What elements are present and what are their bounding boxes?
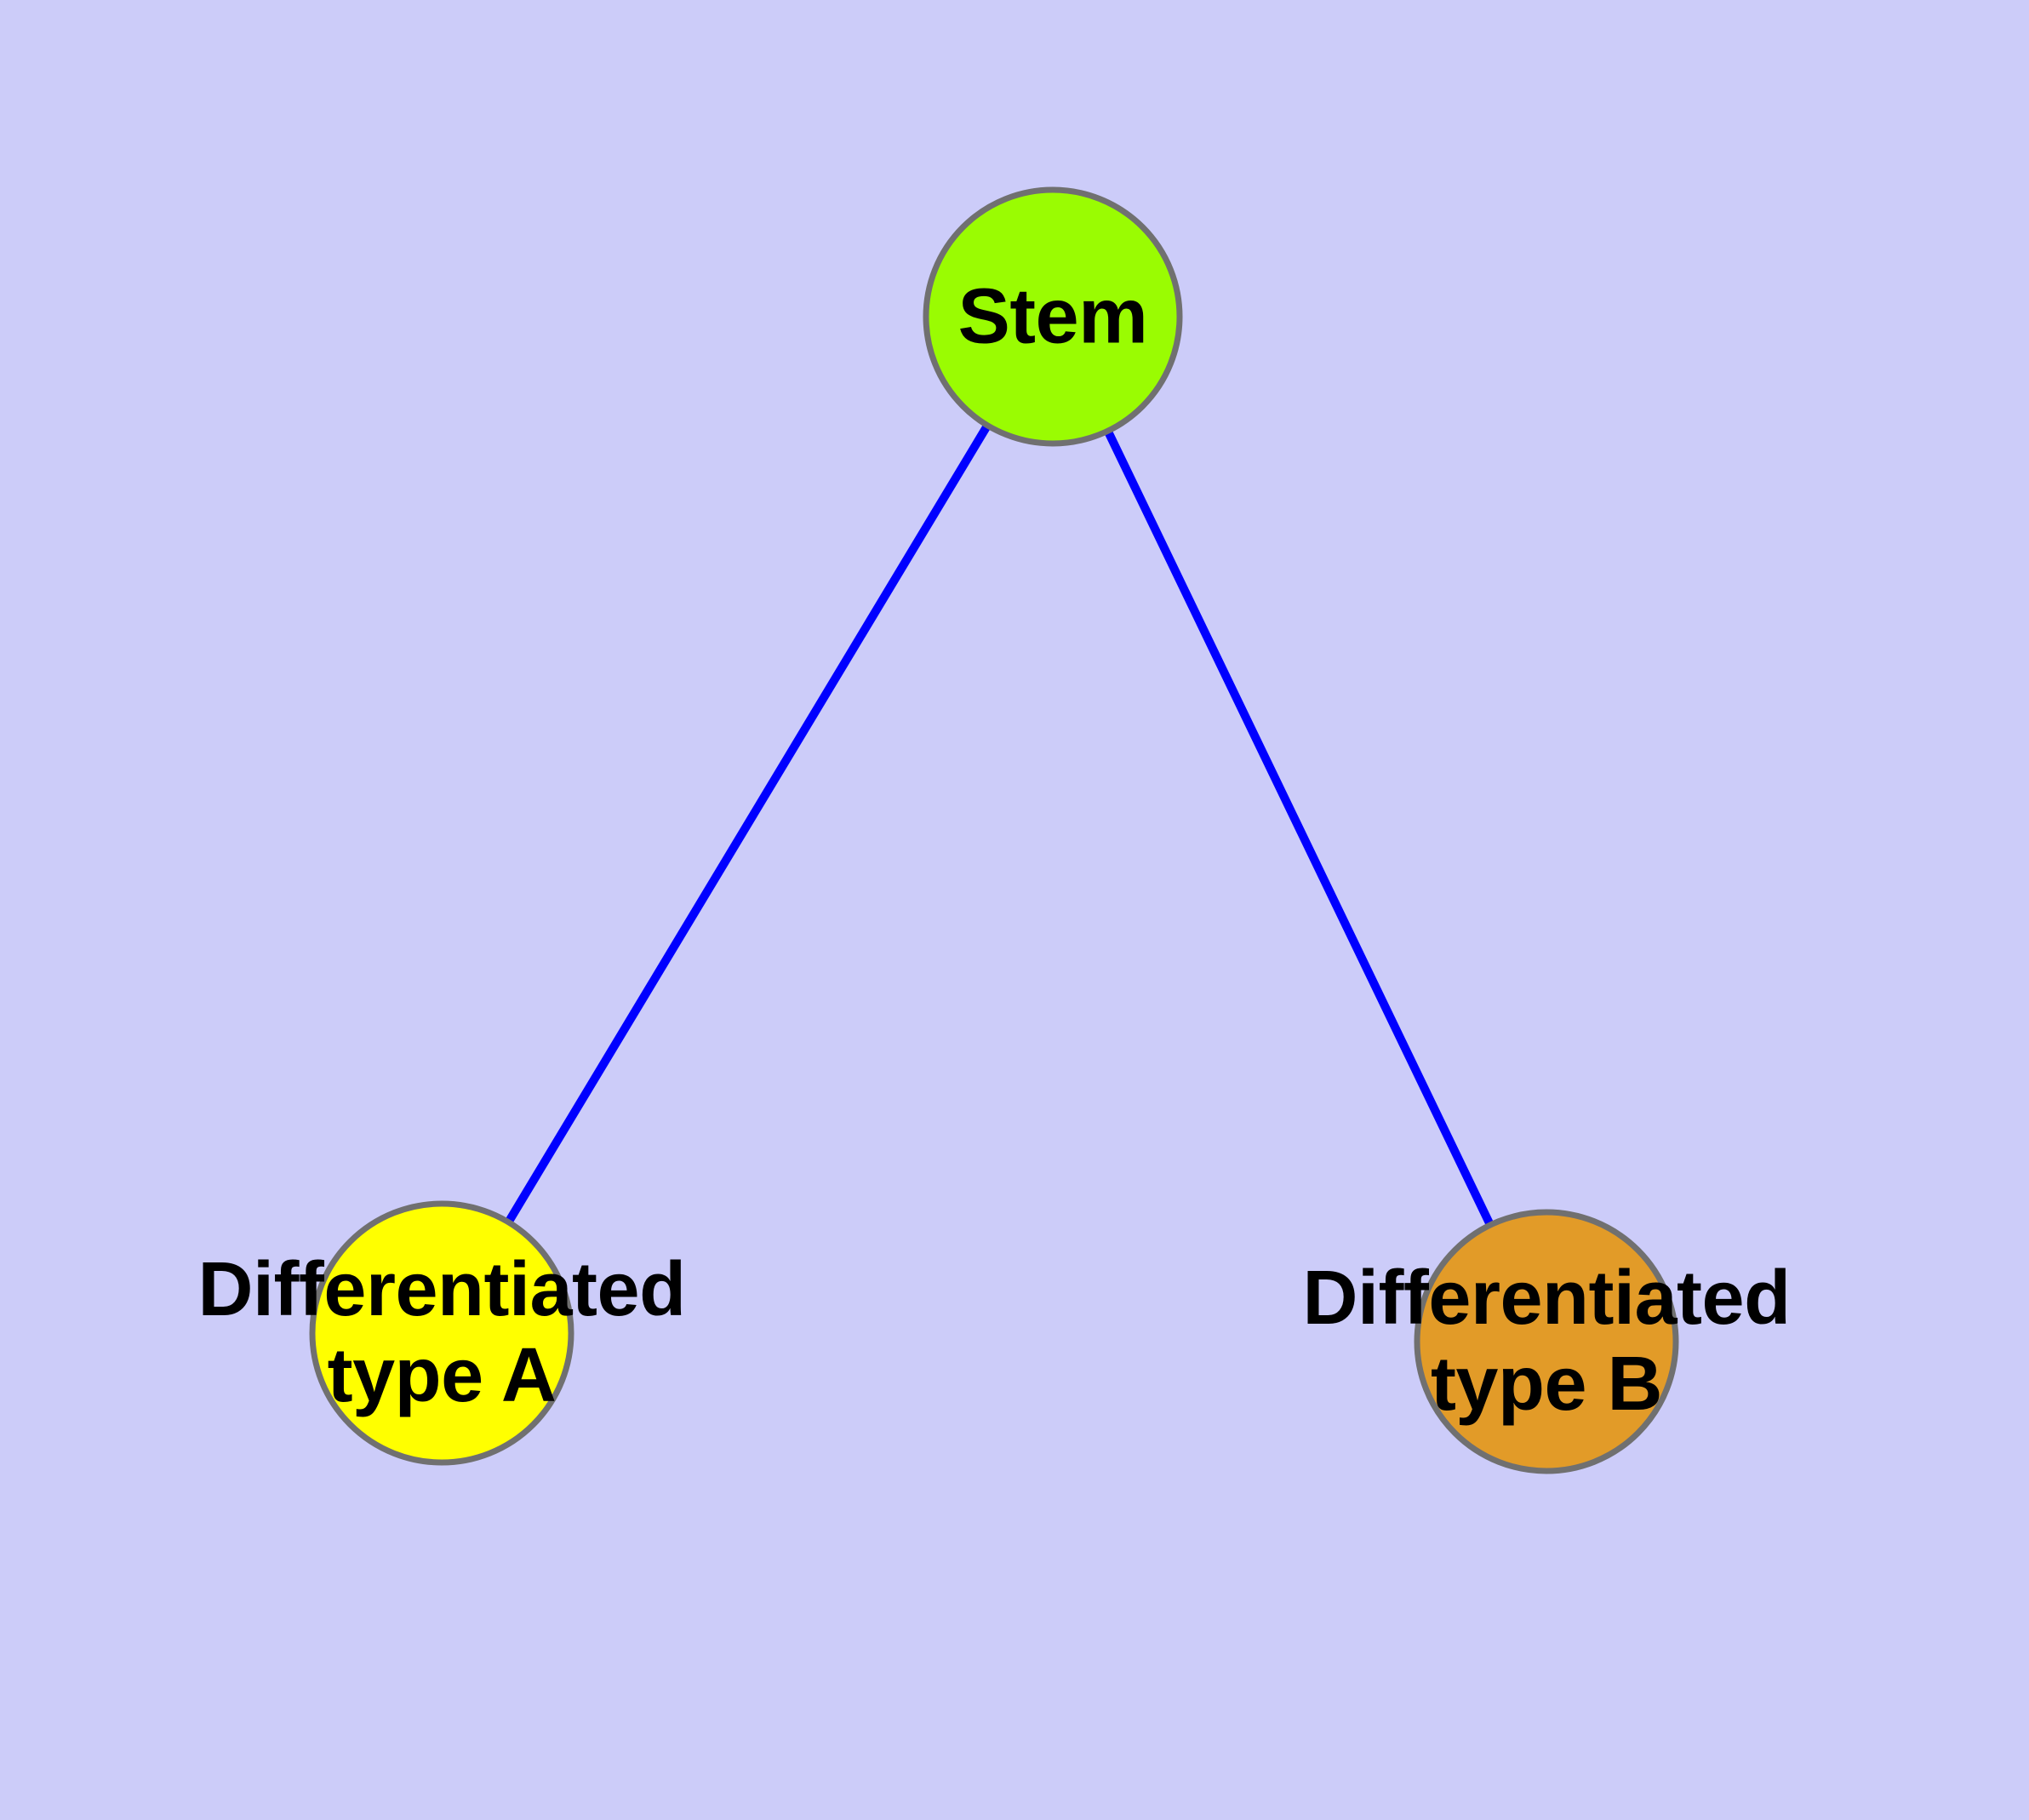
edge-stem-to-differentiated-type-b[interactable] bbox=[1105, 430, 1494, 1226]
edge-layer bbox=[506, 424, 1494, 1226]
node-differentiated-type-a[interactable] bbox=[309, 1200, 574, 1466]
node-layer bbox=[309, 186, 1679, 1474]
node-differentiated-type-b[interactable] bbox=[1414, 1209, 1679, 1474]
edge-stem-to-differentiated-type-a[interactable] bbox=[506, 424, 991, 1223]
node-stem[interactable] bbox=[923, 186, 1183, 447]
